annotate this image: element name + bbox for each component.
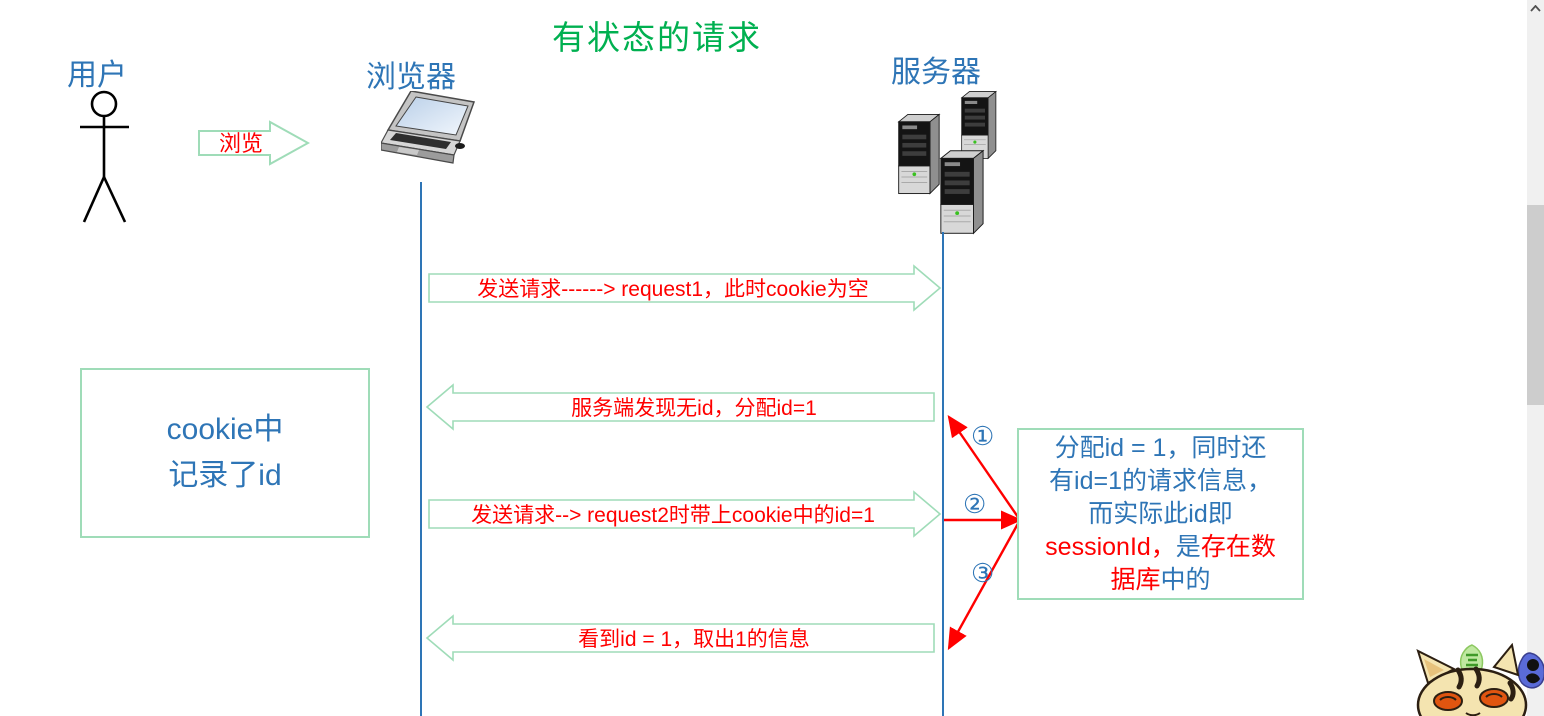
browse-arrow-label: 浏览 <box>218 131 263 156</box>
server-tower-icon-front <box>939 149 985 235</box>
scroll-up-chevron-icon <box>1530 5 1541 12</box>
server-lifeline <box>942 232 944 716</box>
message-arrow-2 <box>425 383 935 431</box>
cookie-note-line-1: cookie中 <box>166 413 284 446</box>
message-arrow-1 <box>428 264 942 312</box>
session-note-line-3: 而实际此id即 <box>1088 499 1233 528</box>
step-marker-3: ③ <box>971 558 995 588</box>
cookie-note-line-2: 记录了id <box>168 459 282 492</box>
cat-mascot-icon <box>1416 643 1544 716</box>
server-tower-icon-left <box>897 113 941 195</box>
scrollbar-thumb[interactable] <box>1527 205 1544 405</box>
browse-arrow <box>198 120 310 166</box>
user-label: 用户 <box>67 59 127 92</box>
session-note-line-1: 分配id = 1，同时还 <box>1054 433 1267 462</box>
session-note-line-4: sessionId，是存在数 <box>1045 532 1276 561</box>
message-1-label: 发送请求------> request1，此时cookie为空 <box>477 278 869 301</box>
session-connector-arrows <box>944 415 1023 651</box>
message-2-label: 服务端发现无id，分配id=1 <box>571 397 817 420</box>
cookie-note-box: cookie中 记录了id <box>80 368 370 538</box>
page-title: 有状态的请求 <box>552 21 762 57</box>
server-label: 服务器 <box>891 56 981 89</box>
browser-lifeline <box>420 182 422 716</box>
scroll-up-button[interactable] <box>1527 0 1544 17</box>
message-arrow-3 <box>428 490 942 538</box>
message-4-label: 看到id = 1，取出1的信息 <box>578 628 810 651</box>
session-note-line-5: 据库中的 <box>1110 565 1211 594</box>
session-note-line-2: 有id=1的请求信息， <box>1049 466 1272 495</box>
session-note-box: 分配id = 1，同时还 有id=1的请求信息， 而实际此id即 session… <box>1017 428 1304 600</box>
message-3-label: 发送请求--> request2时带上cookie中的id=1 <box>471 504 875 527</box>
step-marker-1: ① <box>971 421 995 451</box>
step-marker-2: ② <box>963 489 987 519</box>
message-arrow-4 <box>425 614 935 662</box>
user-stick-figure-icon <box>80 90 129 223</box>
browser-label: 浏览器 <box>366 61 456 94</box>
laptop-icon <box>381 91 476 164</box>
